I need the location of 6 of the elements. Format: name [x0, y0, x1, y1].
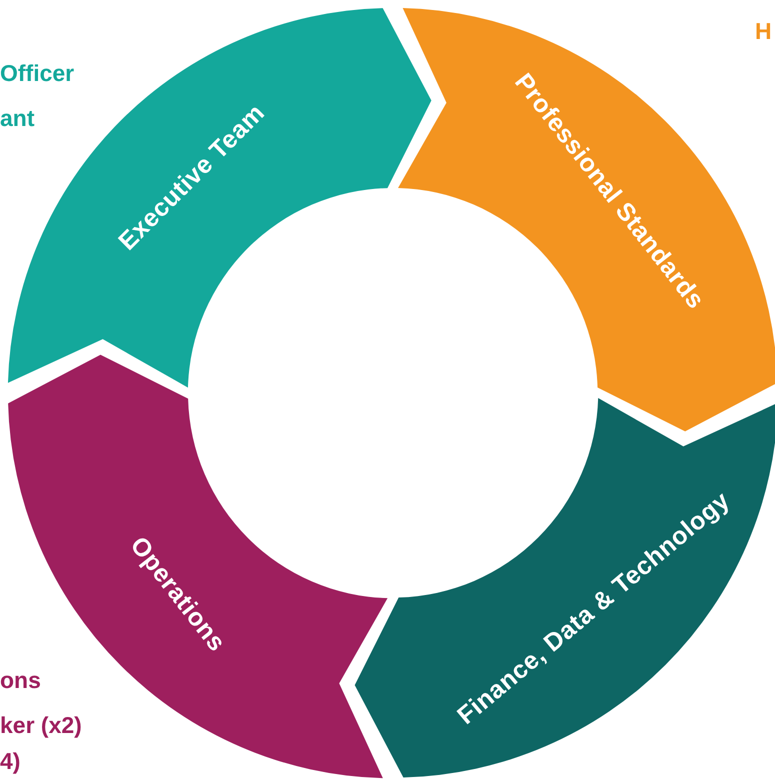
side-label: H — [755, 18, 772, 45]
side-label: ant — [0, 105, 34, 132]
side-label: Officer — [0, 60, 74, 87]
side-label: ons — [0, 667, 41, 694]
side-label: ker (x2) — [0, 712, 82, 739]
side-label: 4) — [0, 748, 20, 775]
